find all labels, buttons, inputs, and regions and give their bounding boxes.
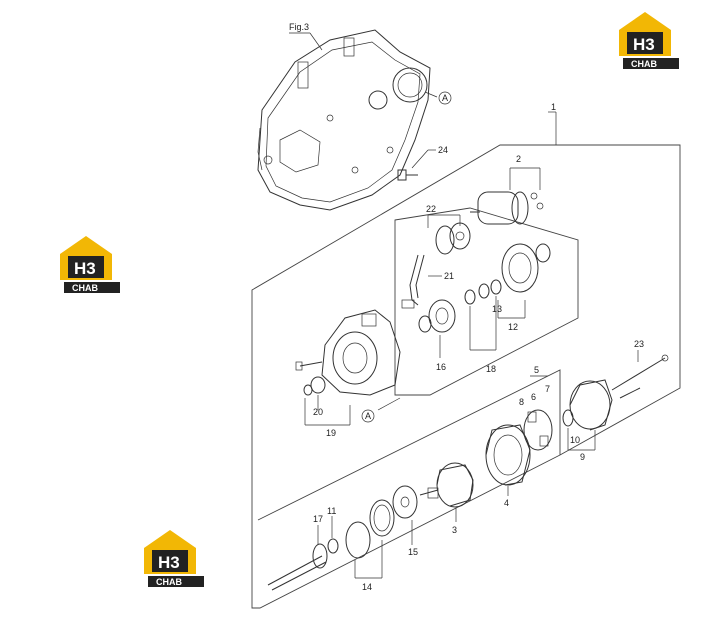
bolt-front (295, 361, 323, 371)
through-bolt-23 (611, 354, 669, 399)
rear-cover-9 (569, 379, 613, 431)
callout-1: 1 (551, 102, 556, 112)
ref-letter-top: A (442, 93, 448, 103)
svg-text:CHAB: CHAB (631, 59, 657, 69)
assembly-frame (251, 144, 681, 609)
callout-14: 14 (362, 582, 372, 592)
watermark-logo-left: H3 CHAB (60, 236, 120, 293)
svg-text:H3: H3 (74, 259, 96, 278)
callout-11: 11 (327, 506, 336, 516)
drive-subframe (394, 207, 579, 396)
bolt-24 (397, 169, 418, 181)
callout-6: 6 (531, 392, 536, 402)
svg-text:H3: H3 (633, 35, 655, 54)
ref-letter-bottom: A (365, 411, 371, 421)
drive-subframe-lower (257, 369, 561, 521)
callout-9: 9 (580, 452, 585, 462)
armature-3 (419, 462, 474, 508)
callout-10: 10 (570, 435, 580, 445)
svg-text:H3: H3 (158, 553, 180, 572)
flywheel-housing (257, 29, 431, 211)
callout-22: 22 (426, 204, 436, 214)
gear-housing-13 (501, 243, 551, 293)
callout-5: 5 (534, 365, 539, 375)
callout-23: 23 (634, 339, 644, 349)
callout-4: 4 (504, 498, 509, 508)
callout-8: 8 (519, 397, 524, 407)
callout-16: 16 (436, 362, 446, 372)
watermark-logo-top-right: H3 CHAB (619, 12, 679, 69)
callout-7: 7 (545, 384, 550, 394)
figure-label: Fig.3 (289, 22, 309, 32)
brush-holder-5 (523, 409, 553, 451)
front-bracket-19 (321, 309, 401, 396)
yoke-field-coil-4 (485, 424, 531, 486)
callout-20: 20 (313, 407, 323, 417)
washer-set-22 (435, 222, 471, 255)
watermark-logo-bottom-left: H3 CHAB (144, 530, 204, 587)
ref-marker-a-top (438, 91, 452, 105)
bearing-10 (562, 409, 574, 427)
output-shaft-17 (267, 538, 339, 591)
bushing-20 (303, 376, 326, 396)
callout-17: 17 (313, 514, 323, 524)
internal-gear-14 (345, 499, 395, 559)
callout-13: 13 (492, 304, 502, 314)
callout-15: 15 (408, 547, 418, 557)
solenoid-switch-2 (470, 191, 544, 225)
callout-2: 2 (516, 154, 521, 164)
plate-15 (392, 485, 418, 519)
callout-12: 12 (508, 322, 518, 332)
svg-text:CHAB: CHAB (72, 283, 98, 293)
callout-18: 18 (486, 364, 496, 374)
callout-21: 21 (444, 271, 454, 281)
shift-lever-21 (401, 254, 425, 309)
callout-24: 24 (438, 145, 448, 155)
ref-marker-a-bottom (361, 409, 375, 423)
snap-rings-18 (464, 279, 502, 305)
svg-text:CHAB: CHAB (156, 577, 182, 587)
callout-3: 3 (452, 525, 457, 535)
pinion-clutch-16 (418, 299, 456, 333)
callout-19: 19 (326, 428, 336, 438)
